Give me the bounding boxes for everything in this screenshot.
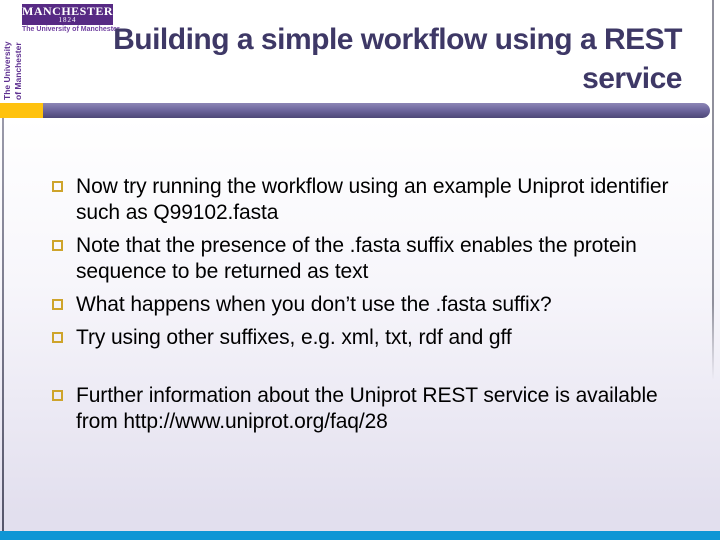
page-title-line1: Building a simple workflow using a REST	[113, 23, 682, 56]
bullet-text: Further information about the Uniprot RE…	[76, 384, 658, 433]
page-title-line2: service	[582, 62, 682, 95]
bullet-square-icon	[52, 332, 63, 343]
bullet-item: Note that the presence of the .fasta suf…	[52, 233, 688, 285]
logo-wordmark: MANCHESTER	[22, 3, 114, 18]
logo-subtext: The University of Manchester	[22, 26, 120, 33]
title-divider-bar	[43, 103, 710, 118]
logo-vertical-line2: of Manchester	[12, 42, 23, 100]
bullet-square-icon	[52, 181, 63, 192]
bullet-square-icon	[52, 299, 63, 310]
bullet-text: Now try running the workflow using an ex…	[76, 175, 669, 224]
logo-box: MANCHESTER 1824	[22, 4, 113, 25]
content-area: Now try running the workflow using an ex…	[0, 118, 720, 531]
bullet-item: Try using other suffixes, e.g. xml, txt,…	[52, 325, 688, 351]
bullet-text: Note that the presence of the .fasta suf…	[76, 234, 637, 283]
bullet-square-icon	[52, 390, 63, 401]
page-title: Building a simple workflow using a REST …	[113, 20, 682, 98]
bullet-square-icon	[52, 240, 63, 251]
bullet-text: Try using other suffixes, e.g. xml, txt,…	[76, 326, 512, 349]
bottom-edge-bar	[0, 531, 720, 540]
bullet-list: Now try running the workflow using an ex…	[52, 174, 692, 442]
right-border-line	[712, 0, 714, 380]
bullet-item: What happens when you don’t use the .fas…	[52, 292, 688, 318]
logo-year: 1824	[58, 15, 77, 24]
accent-yellow-block	[0, 103, 43, 118]
bullet-item: Further information about the Uniprot RE…	[52, 383, 688, 435]
logo-vertical-line1: The University	[2, 41, 12, 100]
left-border-line	[2, 118, 4, 531]
bullet-text: What happens when you don’t use the .fas…	[76, 293, 552, 316]
bullet-item: Now try running the workflow using an ex…	[52, 174, 688, 226]
logo-vertical-text: The University of Manchester	[2, 26, 23, 100]
